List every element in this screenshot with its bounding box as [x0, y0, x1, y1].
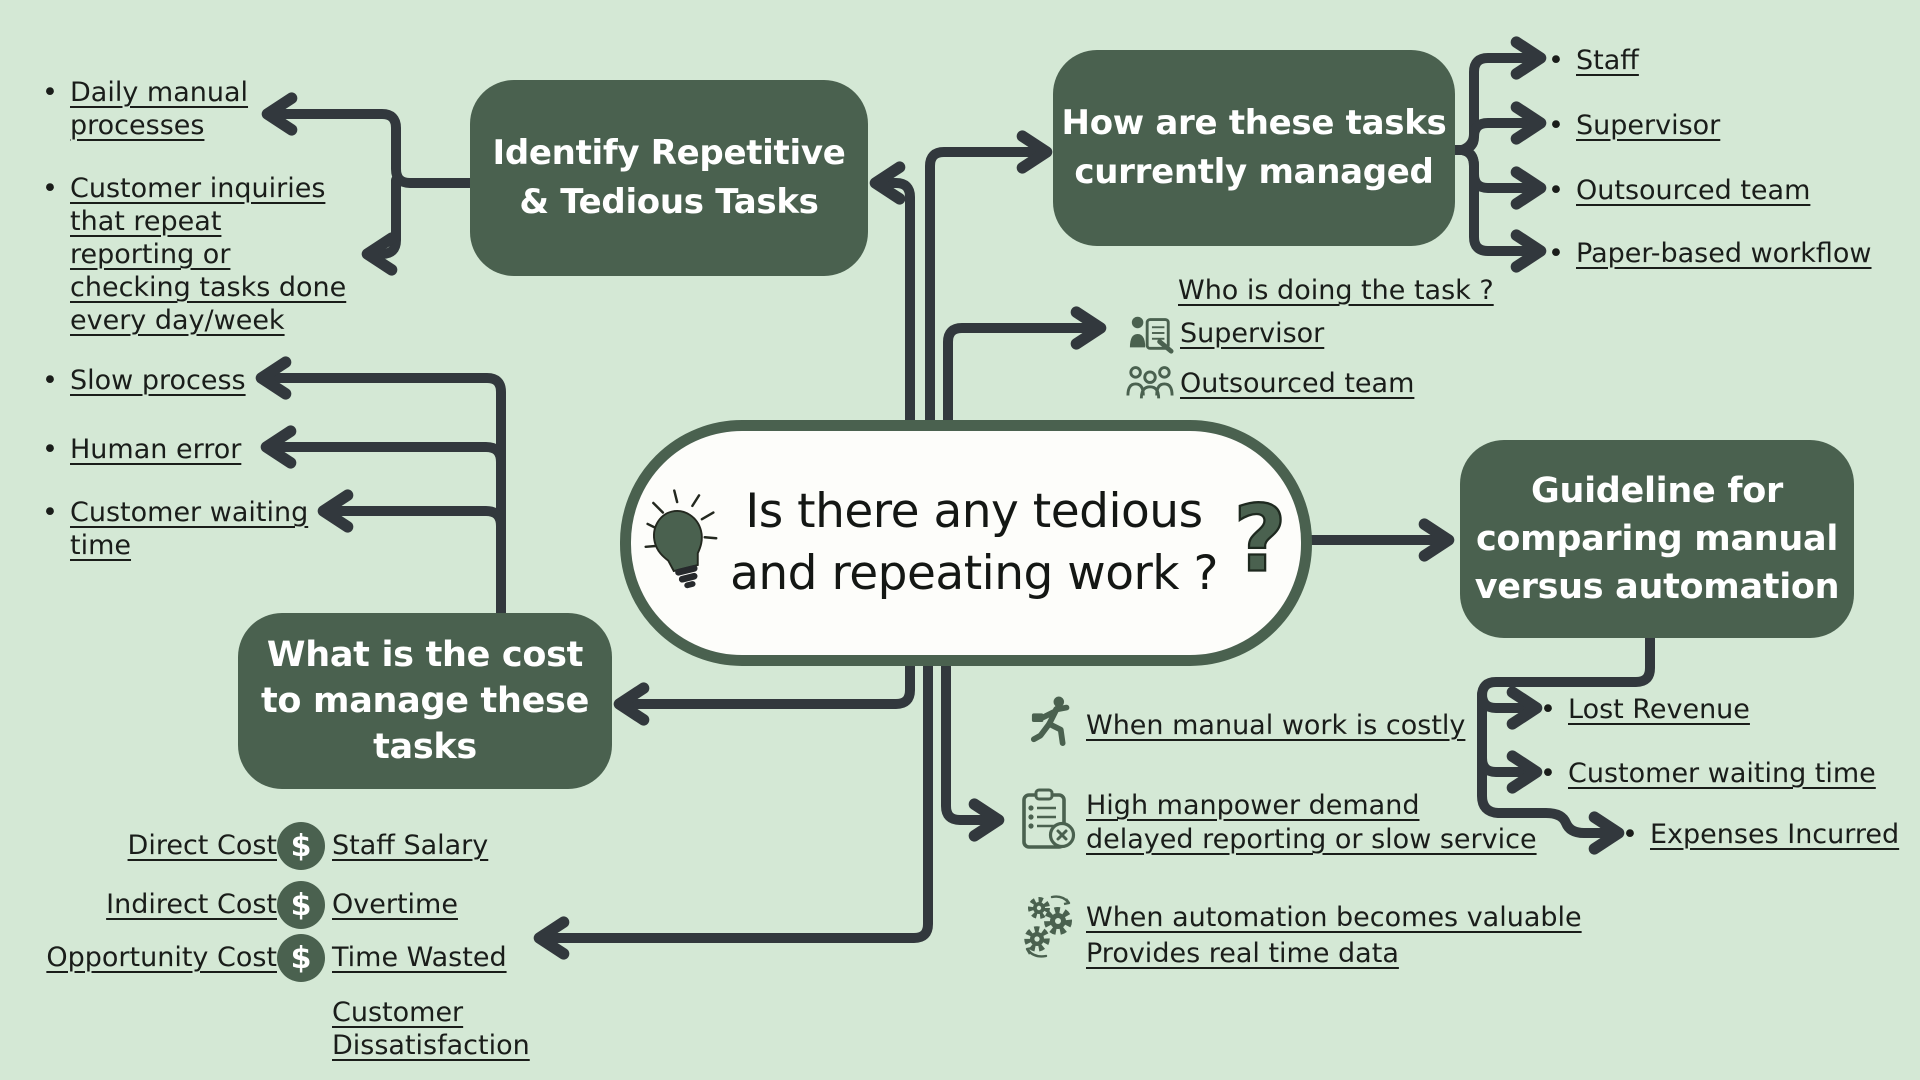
- cost-label-direct: Direct Cost: [127, 830, 277, 861]
- central-question-line2: and repeating work ?: [730, 546, 1218, 601]
- list-item-text: Supervisor: [1576, 110, 1721, 141]
- node-cost-line1: What is the cost: [266, 635, 584, 675]
- outsourced-team-icon: [1126, 366, 1174, 399]
- list-item-guideline-waiting: Customer waiting time: [1540, 757, 1910, 790]
- list-item-text: Customer waiting time: [1568, 758, 1876, 789]
- list-item-expenses-incurred: Expenses Incurred: [1622, 818, 1920, 851]
- list-item-text: Customer waiting time: [70, 497, 309, 561]
- who-item-outsourced: Outsourced team: [1180, 368, 1415, 399]
- dollar-glyph: $: [290, 940, 312, 976]
- runner-icon: [1030, 696, 1070, 746]
- cost-value-time-wasted: Time Wasted: [332, 942, 507, 973]
- node-identify-line1: Identify Repetitive: [492, 133, 846, 173]
- note-manual-costly: When manual work is costly: [1086, 710, 1466, 741]
- supervisor-icon: [1129, 316, 1174, 354]
- node-identify-tasks: Identify Repetitive & Tedious Tasks: [470, 80, 868, 276]
- central-question-text: Is there any tedious and repeating work …: [730, 481, 1218, 605]
- lightbulb-icon: [644, 489, 718, 589]
- list-item-customer-waiting: Customer waiting time: [42, 496, 327, 562]
- list-item-lost-revenue: Lost Revenue: [1540, 693, 1900, 726]
- list-item-daily-manual: Daily manual processes: [42, 76, 310, 142]
- list-item-staff: Staff: [1548, 44, 1908, 77]
- list-item-outsourced-team: Outsourced team: [1548, 174, 1908, 207]
- list-item-text: Customer inquiries that repeat reporting…: [70, 173, 347, 336]
- list-item-text: Staff: [1576, 45, 1639, 76]
- node-managed-line2: currently managed: [1074, 152, 1434, 192]
- clipboard-x-icon: [1022, 788, 1076, 849]
- question-mark-icon: ?: [1232, 487, 1287, 594]
- cost-value-staff-salary: Staff Salary: [332, 830, 489, 861]
- cost-label-opportunity: Opportunity Cost: [46, 942, 277, 973]
- list-item-text: Paper-based workflow: [1576, 238, 1872, 269]
- central-question-line1: Is there any tedious: [745, 484, 1203, 539]
- node-identify-line2: & Tedious Tasks: [519, 182, 819, 222]
- who-item-supervisor: Supervisor: [1180, 318, 1325, 349]
- list-item-slow-process: Slow process: [42, 364, 322, 397]
- list-item-text: Outsourced team: [1576, 175, 1811, 206]
- note-manpower-line2: delayed reporting or slow service: [1086, 824, 1537, 855]
- list-item-supervisor: Supervisor: [1548, 109, 1908, 142]
- list-item-paper-workflow: Paper-based workflow: [1548, 237, 1916, 270]
- node-central-question: Is there any tedious and repeating work …: [620, 420, 1312, 666]
- node-guideline-line3: versus automation: [1474, 567, 1840, 607]
- note-automation-line1: When automation becomes valuable: [1086, 902, 1582, 933]
- question-mark-glyph: ?: [1233, 487, 1286, 592]
- dollar-icon: $: [277, 822, 325, 870]
- who-heading: Who is doing the task ?: [1178, 275, 1494, 306]
- node-cost: What is the cost to manage these tasks: [238, 613, 612, 789]
- dollar-icon: $: [277, 934, 325, 982]
- node-guideline-line2: comparing manual: [1475, 519, 1839, 559]
- dollar-glyph: $: [290, 828, 312, 864]
- dollar-glyph: $: [290, 887, 312, 923]
- list-item-customer-inquiries: Customer inquiries that repeat reporting…: [42, 172, 354, 337]
- note-manpower-line1: High manpower demand: [1086, 790, 1420, 821]
- cost-value-overtime: Overtime: [332, 889, 458, 920]
- note-automation-line2: Provides real time data: [1086, 938, 1399, 969]
- list-item-text: Expenses Incurred: [1650, 819, 1900, 850]
- list-item-text: Lost Revenue: [1568, 694, 1750, 725]
- dollar-icon: $: [277, 881, 325, 929]
- list-item-text: Slow process: [70, 365, 246, 396]
- cost-label-indirect: Indirect Cost: [106, 889, 277, 920]
- cost-extra-customer-dissatisfaction: Customer Dissatisfaction: [332, 997, 530, 1061]
- node-guideline-line1: Guideline for: [1531, 471, 1783, 511]
- node-cost-line3: tasks: [373, 727, 477, 767]
- node-cost-line2: to manage these: [260, 681, 590, 721]
- node-managed-line1: How are these tasks: [1061, 103, 1447, 143]
- list-item-text: Human error: [70, 434, 242, 465]
- node-guideline: Guideline for comparing manual versus au…: [1460, 440, 1854, 638]
- gears-icon: [1024, 895, 1072, 958]
- node-currently-managed: How are these tasks currently managed: [1053, 50, 1455, 246]
- list-item-human-error: Human error: [42, 433, 322, 466]
- list-item-text: Daily manual processes: [70, 77, 249, 141]
